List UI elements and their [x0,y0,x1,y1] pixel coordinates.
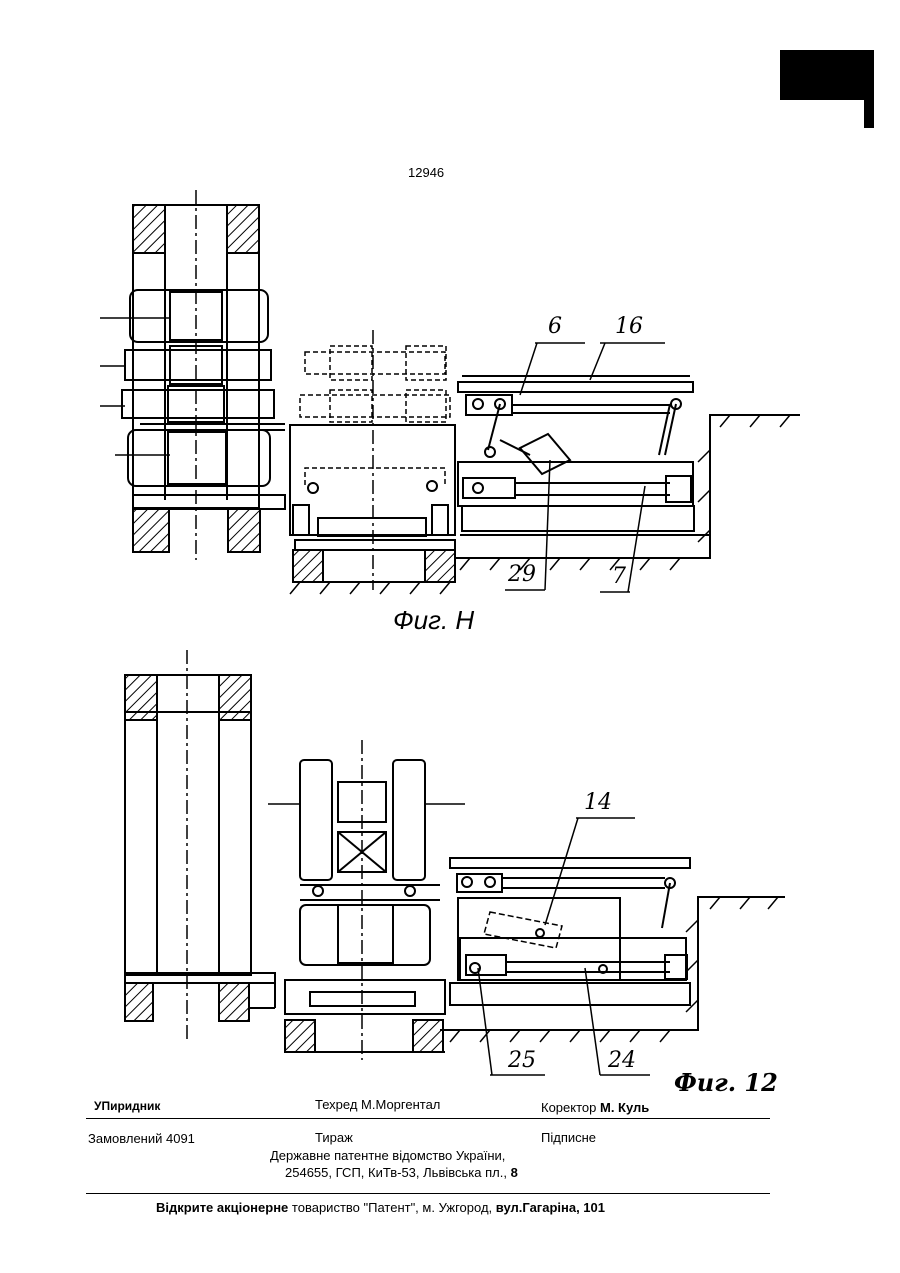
fig11-label-7: 7 [612,564,626,589]
footer-corrector-name: М. Куль [600,1100,649,1115]
footer-office-line2: 254655, ГСП, КиТв-53, Львівська пл., 8 [285,1165,518,1180]
footer-subscription: Підписне [541,1130,596,1145]
fig11-label-16: 16 [615,314,643,339]
footer-office-line1: Державне патентне відомство України, [270,1148,505,1163]
footer-rule-bottom [86,1193,770,1194]
footer-publisher-mid: товариство "Патент", м. Ужгород, [292,1200,492,1215]
footer-publisher-bold1: Відкрите акціонерне [156,1200,288,1215]
footer-publisher-bold2: вул.Гагаріна, 101 [496,1200,605,1215]
figure-11-drawing [0,0,900,640]
footer-tech-editor: Техред М.Моргентал [315,1097,440,1112]
footer-compiler: УПиридник [94,1099,160,1113]
fig12-label-14: 14 [584,790,612,815]
fig12-label-24: 24 [608,1048,636,1073]
fig11-label-29: 29 [508,562,536,587]
footer-office-number: 8 [511,1165,518,1180]
footer-order: Замовлений 4091 [88,1131,195,1146]
footer-office-address: 254655, ГСП, КиТв-53, Львівська пл., [285,1165,507,1180]
fig12-caption: Фиг. 12 [674,1068,778,1097]
footer-circulation: Тираж [315,1130,353,1145]
fig12-label-25: 25 [508,1048,536,1073]
fig11-label-6: 6 [548,314,562,339]
fig11-caption: Фиг. Н [393,605,474,636]
footer-corrector-prefix: Коректор [541,1100,596,1115]
footer-publisher: Відкрите акціонерне товариство "Патент",… [156,1200,605,1215]
footer-corrector: Коректор М. Куль [541,1100,649,1115]
footer-rule-top [86,1118,770,1119]
